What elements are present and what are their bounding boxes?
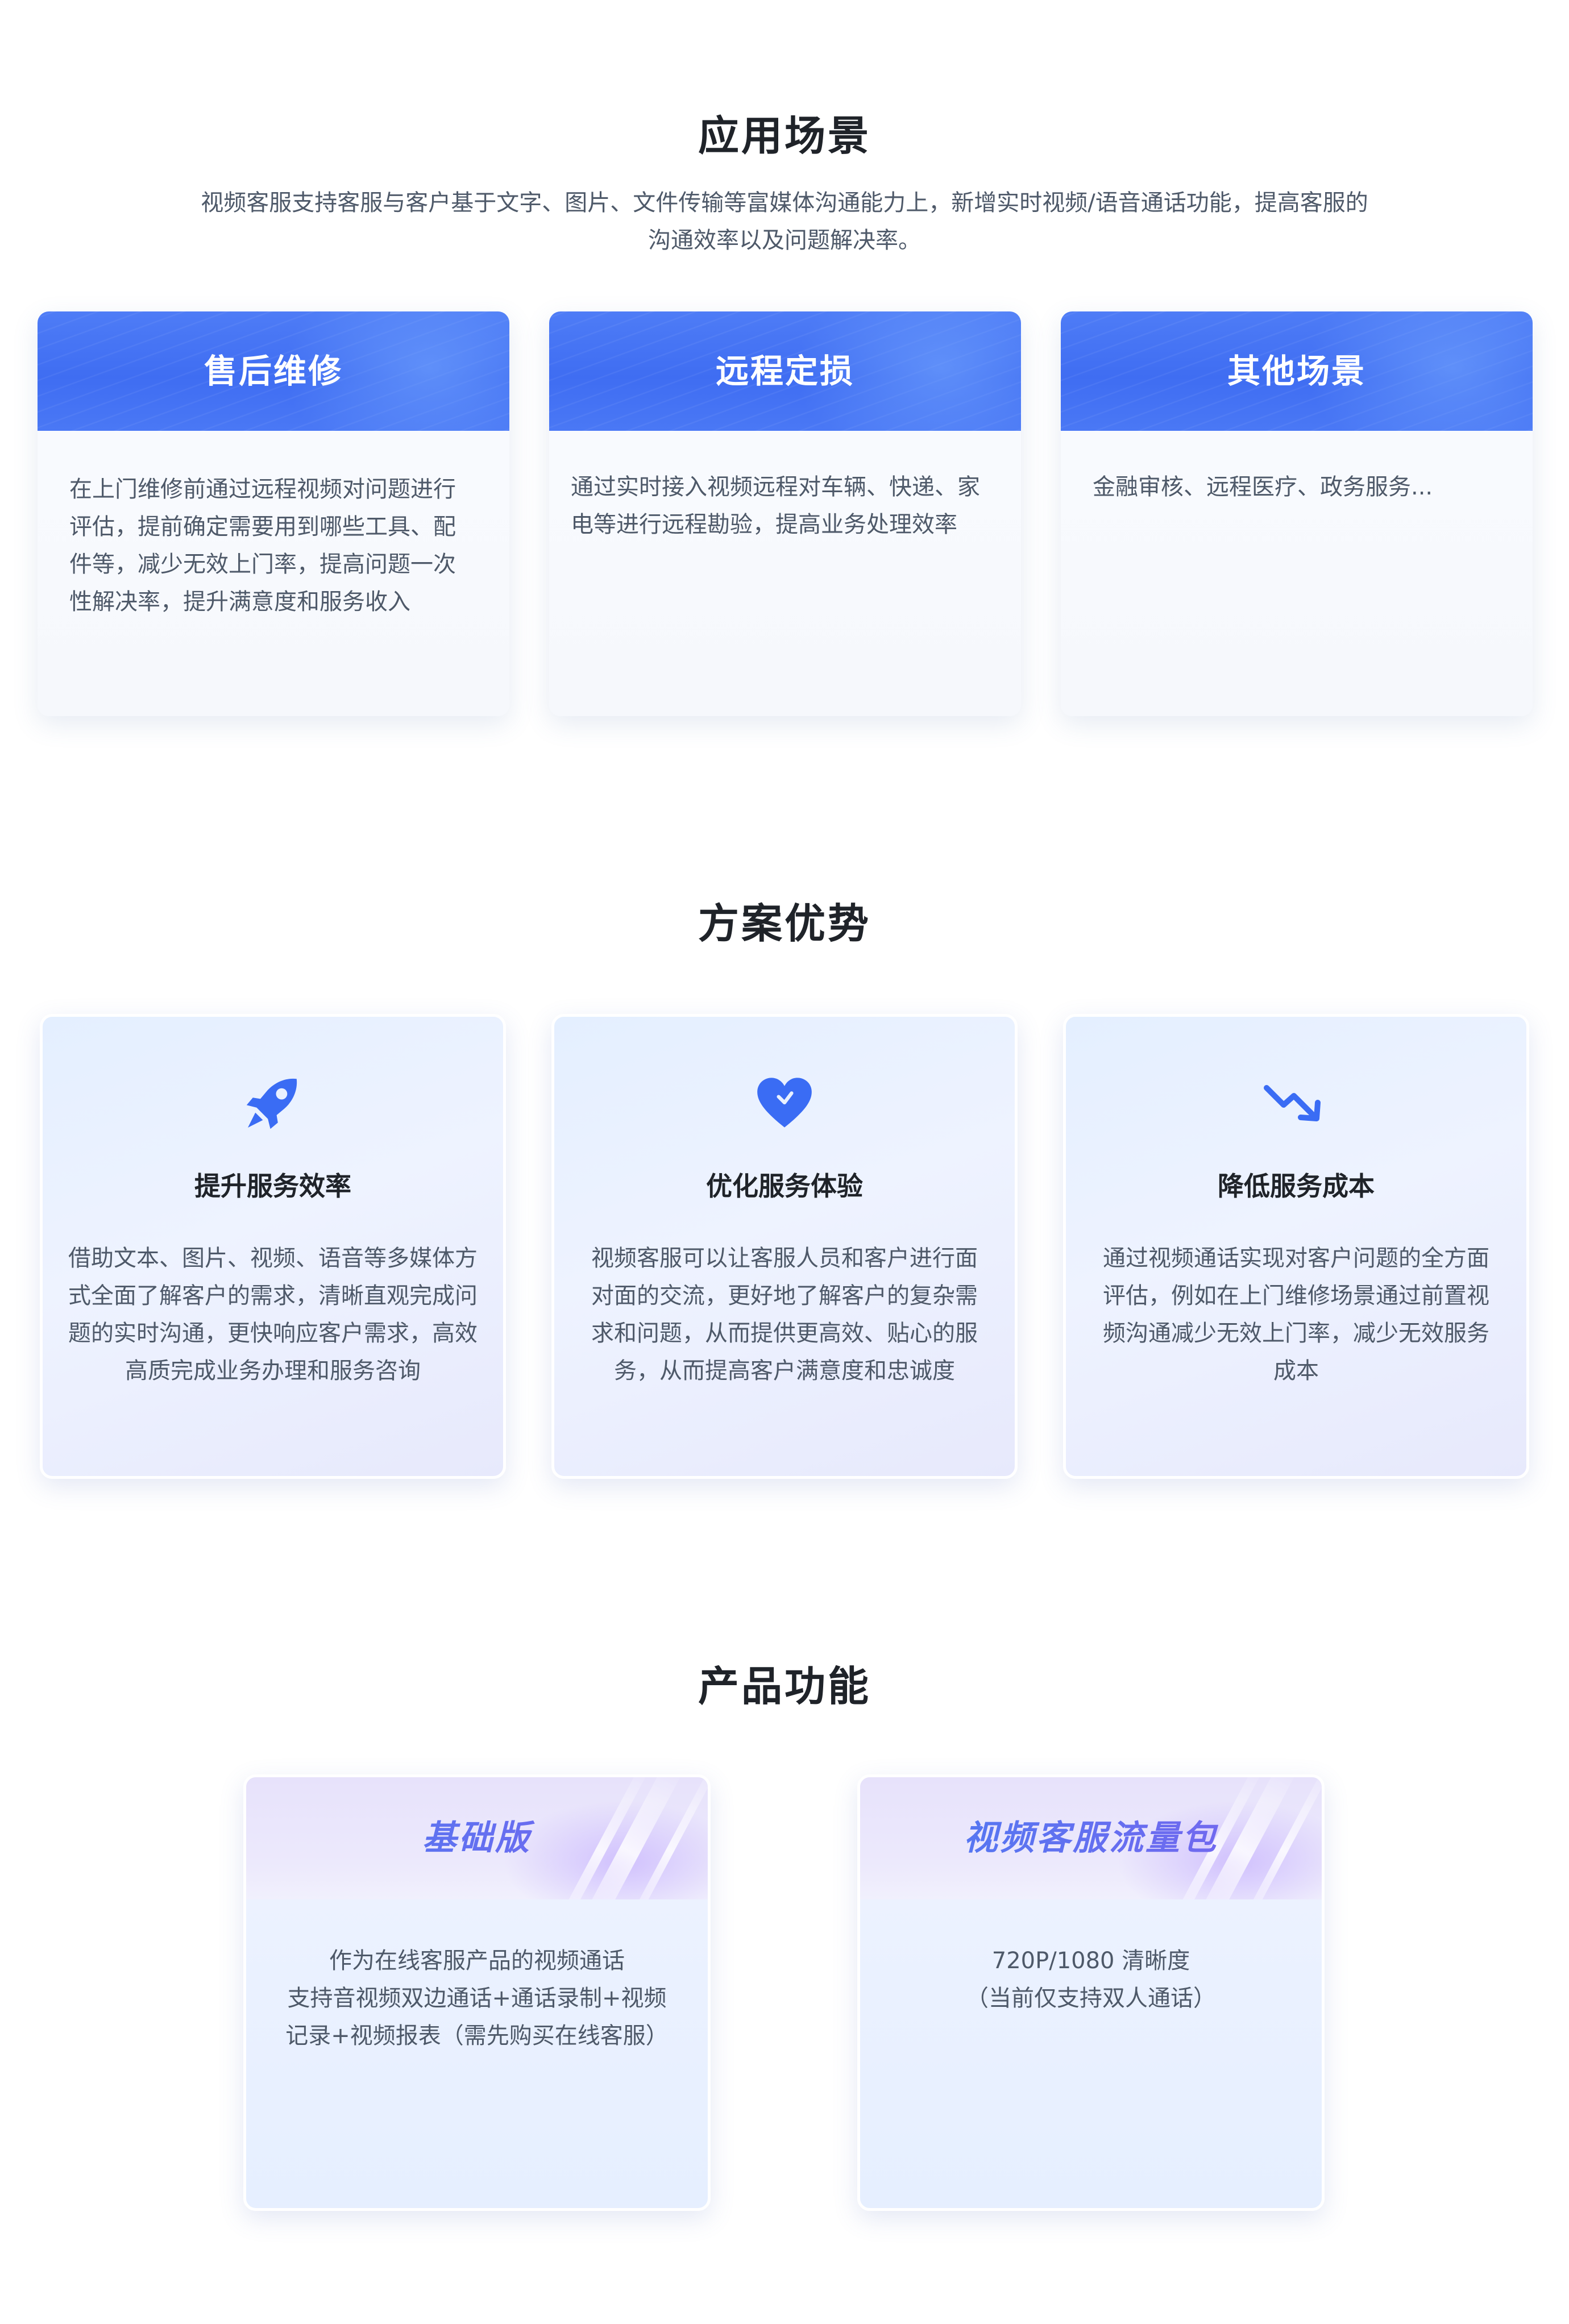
scenario-card-header: 其他场景 [1061,311,1533,431]
scenario-card-line: 金融审核、远程医疗、政务服务... [1093,474,1433,500]
scenario-card-remote-loss-assessment: 远程定损 通过实时接入视频远程对车辆、快递、家 电等进行远程勘验，提高业务处理效… [549,311,1021,716]
scenario-card-after-sales-repair: 售后维修 在上门维修前通过远程视频对问题进行 评估，提前确定需要用到哪些工具、配… [38,311,509,716]
advantage-card-line: 成本 [1273,1358,1319,1384]
trend-down-icon [1242,1071,1350,1134]
scenarios-title: 应用场景 [698,112,871,160]
scenario-card-title: 远程定损 [715,352,854,390]
advantage-card-line: 对面的交流，更好地了解客户的复杂需 [591,1283,978,1309]
advantage-card-body: 视频客服可以让客服人员和客户进行面 对面的交流，更好地了解客户的复杂需 求和问题… [577,1240,992,1390]
product-card-line: 作为在线客服产品的视频通话 [329,1948,625,1974]
advantage-card-line: 求和问题，从而提供更高效、贴心的服 [591,1320,978,1346]
products-title: 产品功能 [698,1662,871,1710]
scenario-card-other: 其他场景 金融审核、远程医疗、政务服务... [1061,311,1533,716]
scenario-card-body: 通过实时接入视频远程对车辆、快递、家 电等进行远程勘验，提高业务处理效率 [571,468,1008,543]
heart-icon [730,1071,839,1134]
advantage-card-title: 提升服务效率 [194,1171,351,1202]
advantage-card-line: 借助文本、图片、视频、语音等多媒体方 [68,1245,478,1271]
scenario-card-line: 在上门维修前通过远程视频对问题进行 [69,476,456,502]
scenario-card-title: 其他场景 [1227,352,1366,390]
advantage-card-title: 降低服务成本 [1218,1171,1375,1202]
product-card-body: 720P/1080 清晰度 （当前仅支持双人通话） [877,1942,1305,2017]
scenario-card-header: 售后维修 [38,311,509,431]
advantage-card-line: 题的实时沟通，更快响应客户需求，高效 [68,1320,478,1346]
scenario-card-body: 金融审核、远程医疗、政务服务... [1093,468,1502,506]
product-card-line: 支持音视频双边通话+通话录制+视频 [287,1985,667,2011]
advantage-card-line: 频沟通减少无效上门率，减少无效服务 [1103,1320,1489,1346]
product-card-line: 记录+视频报表（需先购买在线客服） [285,2023,669,2049]
advantage-card-line: 务，从而提高客户满意度和忠诚度 [614,1358,955,1384]
scenario-card-line: 通过实时接入视频远程对车辆、快递、家 [571,474,980,500]
scenario-card-line: 性解决率，提升满意度和服务收入 [69,589,410,615]
advantage-card-line: 高质完成业务办理和服务咨询 [125,1358,421,1384]
scenario-card-line: 件等，减少无效上门率，提高问题一次 [69,551,456,577]
scenarios-description-line: 视频客服支持客服与客户基于文字、图片、文件传输等富媒体沟通能力上，新增实时视频/… [201,190,1368,216]
scenario-card-header: 远程定损 [549,311,1021,431]
product-card-basic: 基础版 作为在线客服产品的视频通话 支持音视频双边通话+通话录制+视频 记录+视… [243,1774,711,2211]
product-card-body: 作为在线客服产品的视频通话 支持音视频双边通话+通话录制+视频 记录+视频报表（… [263,1942,691,2055]
advantage-card-line: 评估，例如在上门维修场景通过前置视 [1103,1283,1489,1309]
advantage-card-body: 借助文本、图片、视频、语音等多媒体方 式全面了解客户的需求，清晰直观完成问 题的… [65,1240,480,1390]
product-card-line: 720P/1080 清晰度 [991,1948,1190,1974]
scenarios-description-line: 沟通效率以及问题解决率。 [648,227,921,253]
advantage-card-line: 通过视频通话实现对客户问题的全方面 [1103,1245,1489,1271]
scenario-card-body: 在上门维修前通过远程视频对问题进行 评估，提前确定需要用到哪些工具、配 件等，减… [69,471,479,621]
rocket-icon [219,1071,327,1134]
advantage-card-title: 优化服务体验 [706,1171,863,1202]
advantage-card-line: 视频客服可以让客服人员和客户进行面 [591,1245,978,1271]
product-card-line: （当前仅支持双人通话） [966,1985,1216,2011]
product-card-header: 基础版 [246,1777,708,1899]
advantage-card-line: 式全面了解客户的需求，清晰直观完成问 [68,1283,478,1309]
product-card-title: 基础版 [246,1777,708,1899]
scenario-card-title: 售后维修 [204,352,343,390]
advantage-card-efficiency: 提升服务效率 借助文本、图片、视频、语音等多媒体方 式全面了解客户的需求，清晰直… [40,1014,506,1479]
advantage-card-experience: 优化服务体验 视频客服可以让客服人员和客户进行面 对面的交流，更好地了解客户的复… [551,1014,1018,1479]
product-card-traffic-package: 视频客服流量包 720P/1080 清晰度 （当前仅支持双人通话） [857,1774,1325,2211]
product-card-header: 视频客服流量包 [860,1777,1322,1899]
advantage-card-cost: 降低服务成本 通过视频通话实现对客户问题的全方面 评估，例如在上门维修场景通过前… [1063,1014,1529,1479]
advantage-card-body: 通过视频通话实现对客户问题的全方面 评估，例如在上门维修场景通过前置视 频沟通减… [1089,1240,1504,1390]
advantages-title: 方案优势 [698,900,871,947]
scenarios-description: 视频客服支持客服与客户基于文字、图片、文件传输等富媒体沟通能力上，新增实时视频/… [159,184,1410,259]
product-card-title: 视频客服流量包 [860,1777,1322,1899]
scenario-card-line: 电等进行远程勘验，提高业务处理效率 [571,512,957,538]
scenario-card-line: 评估，提前确定需要用到哪些工具、配 [69,514,456,540]
